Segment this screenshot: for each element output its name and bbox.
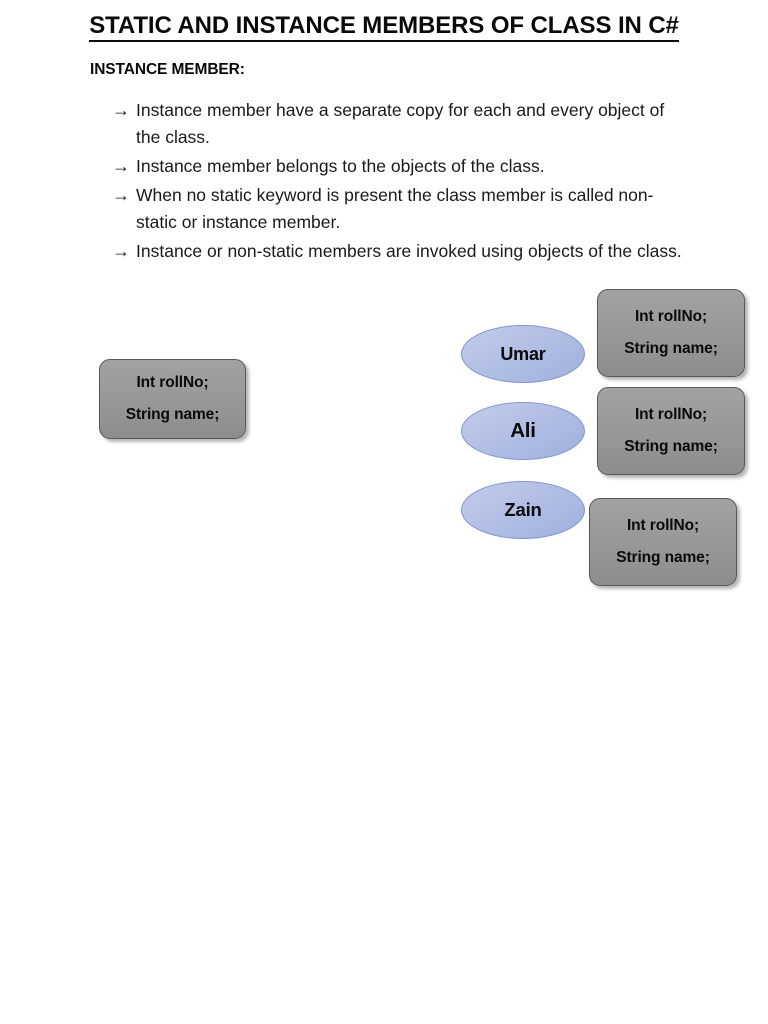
object-ellipse-umar: Umar: [461, 325, 585, 383]
object-member-box-umar: Int rollNo; String name;: [597, 289, 745, 377]
list-item: → Instance member have a separate copy f…: [112, 97, 692, 151]
class-member-line-2: String name;: [125, 406, 220, 423]
page-title: STATIC AND INSTANCE MEMBERS OF CLASS IN …: [0, 12, 768, 42]
object-member-line-2: String name;: [624, 438, 718, 455]
object-label: Zain: [504, 499, 542, 520]
instance-member-bullet-list: → Instance member have a separate copy f…: [112, 97, 692, 267]
object-ellipse-zain: Zain: [461, 481, 585, 539]
object-label: Umar: [500, 343, 546, 364]
arrow-right-icon: →: [112, 241, 130, 261]
object-member-line-2: String name;: [624, 340, 718, 357]
object-member-line-1: Int rollNo;: [634, 308, 708, 325]
list-item-text: Instance member have a separate copy for…: [136, 100, 665, 147]
page-title-text: STATIC AND INSTANCE MEMBERS OF CLASS IN …: [89, 12, 679, 42]
list-item: → Instance member belongs to the objects…: [112, 153, 692, 180]
arrow-right-icon: →: [112, 100, 130, 120]
class-member-line-1: Int rollNo;: [136, 374, 209, 391]
list-item-text: When no static keyword is present the cl…: [136, 185, 654, 232]
object-label: Ali: [510, 419, 536, 442]
arrow-right-icon: →: [112, 156, 130, 176]
object-member-line-2: String name;: [616, 549, 710, 566]
class-member-box: Int rollNo; String name;: [99, 359, 246, 439]
arrow-right-icon: →: [112, 185, 130, 205]
object-ellipse-ali: Ali: [461, 402, 585, 460]
object-member-box-zain: Int rollNo; String name;: [589, 498, 737, 586]
object-member-line-1: Int rollNo;: [634, 406, 708, 423]
section-heading-instance-member: INSTANCE MEMBER:: [90, 61, 245, 78]
list-item-text: Instance or non-static members are invok…: [136, 241, 682, 261]
list-item: → When no static keyword is present the …: [112, 182, 692, 236]
list-item-text: Instance member belongs to the objects o…: [136, 156, 545, 176]
object-member-box-ali: Int rollNo; String name;: [597, 387, 745, 475]
object-member-line-1: Int rollNo;: [626, 517, 700, 534]
list-item: → Instance or non-static members are inv…: [112, 238, 692, 265]
